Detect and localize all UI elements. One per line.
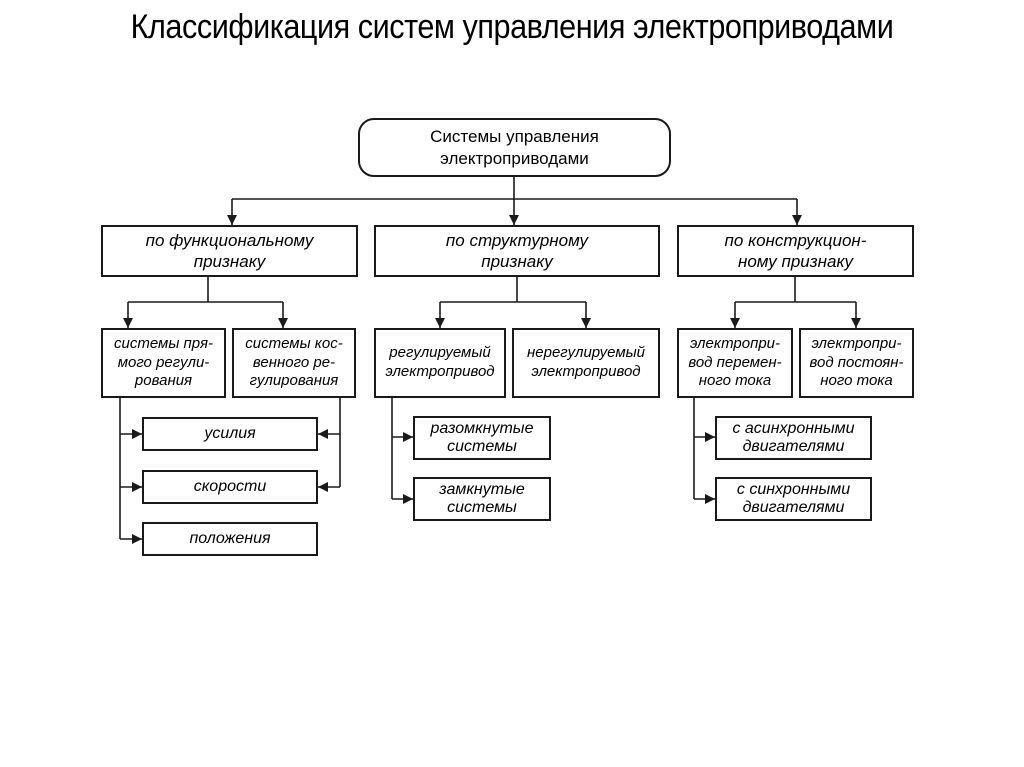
node-line: вод постоян-: [809, 353, 904, 371]
node-line: вод перемен-: [688, 353, 782, 371]
node-line: электропри-: [689, 334, 781, 352]
diagram-title: Классификация систем управления электроп…: [130, 8, 894, 46]
leaf-closed-loop: замкнутые системы: [413, 477, 551, 521]
node-line: мого регули-: [117, 353, 210, 371]
node-line: системы кос-: [245, 334, 343, 352]
root-node-line: электроприводами: [440, 148, 589, 168]
leaf-label: скорости: [193, 478, 267, 495]
category-constructive-line: ному признаку: [738, 252, 853, 271]
node-line: электропривод: [385, 363, 495, 380]
leaf-label: разомкнутые: [430, 419, 534, 437]
node-line: нерегулируемый: [527, 344, 645, 362]
leaf-label: замкнутые: [439, 480, 525, 498]
leaf-label: положения: [189, 530, 271, 547]
category-constructive: по конструкцион- ному признаку: [677, 225, 914, 277]
node-regulated-drive: регулируемый электропривод: [374, 328, 506, 398]
node-ac-drive: электропри- вод перемен- ного тока: [677, 328, 793, 398]
leaf-force: усилия: [142, 417, 318, 451]
leaf-label: с асинхронными: [732, 419, 855, 437]
leaf-label: усилия: [204, 425, 256, 442]
leaf-position: положения: [142, 522, 318, 556]
node-line: ного тока: [820, 372, 893, 390]
category-structural-line: по структурному: [445, 230, 589, 250]
node-line: рования: [134, 372, 193, 390]
category-constructive-line: по конструкцион-: [724, 230, 867, 250]
node-line: венного ре-: [252, 353, 336, 371]
category-structural-line: признаку: [481, 252, 553, 271]
node-indirect-regulation: системы кос- венного ре- гулирования: [232, 328, 356, 398]
leaf-sync-motors: с синхронными двигателями: [715, 477, 872, 521]
leaf-async-motors: с асинхронными двигателями: [715, 416, 872, 460]
leaf-label: двигателями: [742, 499, 845, 516]
node-direct-regulation: системы пря- мого регули- рования: [101, 328, 226, 398]
node-line: электропривод: [531, 363, 641, 380]
leaf-speed: скорости: [142, 470, 318, 504]
root-node-line: Системы управления: [430, 127, 599, 147]
category-functional-line: по функциональному: [145, 230, 314, 250]
node-line: ного тока: [698, 372, 772, 390]
node-line: электропри-: [811, 334, 902, 352]
node-unregulated-drive: нерегулируемый электропривод: [512, 328, 660, 398]
leaf-label: двигателями: [742, 438, 845, 455]
category-functional-line: признаку: [193, 252, 266, 271]
leaf-open-loop: разомкнутые системы: [413, 416, 551, 460]
root-node: Системы управления электроприводами: [358, 118, 671, 177]
node-line: регулируемый: [389, 344, 491, 362]
node-line: системы пря-: [114, 334, 213, 352]
leaf-label: системы: [447, 499, 517, 516]
node-line: гулирования: [249, 372, 339, 390]
node-dc-drive: электропри- вод постоян- ного тока: [799, 328, 914, 398]
leaf-label: системы: [447, 438, 517, 455]
category-structural: по структурному признаку: [374, 225, 660, 277]
category-functional: по функциональному признаку: [101, 225, 358, 277]
leaf-label: с синхронными: [736, 480, 851, 498]
